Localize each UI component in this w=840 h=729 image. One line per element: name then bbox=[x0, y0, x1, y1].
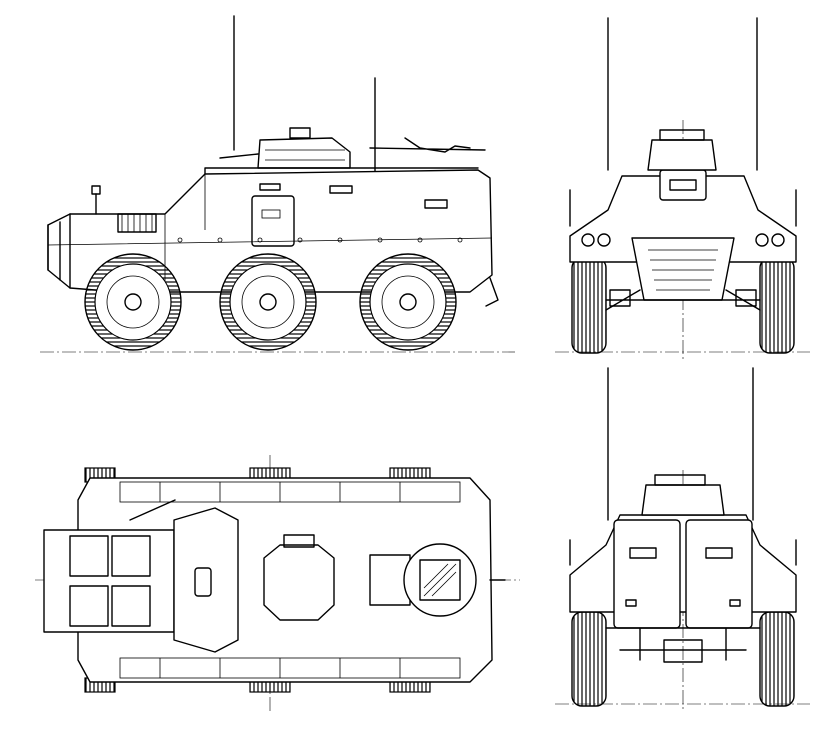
front-turret bbox=[647, 139, 717, 171]
side-turret-gun bbox=[219, 153, 259, 159]
rear-hull bbox=[569, 514, 797, 613]
side-view bbox=[40, 15, 515, 353]
front-wheel-left bbox=[571, 257, 607, 354]
side-machine-gun bbox=[369, 137, 486, 153]
rear-view bbox=[555, 367, 810, 710]
side-door bbox=[251, 195, 295, 247]
rear-door-left bbox=[613, 519, 681, 629]
top-turret bbox=[263, 544, 335, 621]
side-wheel-3 bbox=[359, 253, 457, 351]
side-turret bbox=[257, 137, 351, 169]
side-wheel-1 bbox=[84, 253, 182, 351]
rear-turret bbox=[641, 484, 725, 516]
front-wheel-right bbox=[759, 257, 795, 354]
rear-door-right bbox=[685, 519, 753, 629]
top-front-hatches bbox=[43, 529, 175, 633]
front-view bbox=[555, 17, 810, 360]
rear-wheel-left bbox=[571, 611, 607, 707]
top-view bbox=[35, 455, 520, 712]
side-wheel-2 bbox=[219, 253, 317, 351]
rear-wheel-right bbox=[759, 611, 795, 707]
